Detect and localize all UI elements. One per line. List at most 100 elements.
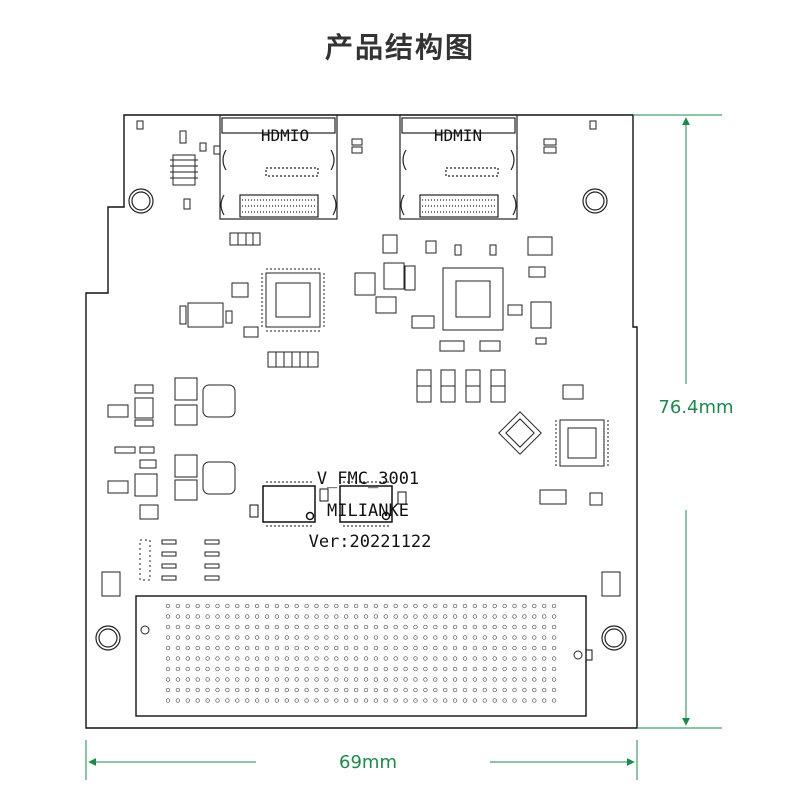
fmc-pin: [353, 624, 359, 630]
fmc-pin: [294, 635, 299, 640]
fmc-pin: [215, 698, 220, 703]
silk-version: Ver:20221122: [309, 532, 432, 552]
fmc-pin: [383, 624, 388, 630]
fmc-pin: [175, 677, 181, 682]
fmc-pin-grid: [165, 603, 557, 703]
fmc-pin: [215, 687, 220, 693]
fmc-pin: [165, 603, 171, 609]
fmc-pin: [334, 666, 339, 672]
fmc-pin: [195, 656, 200, 661]
fmc-pin: [294, 666, 299, 672]
fmc-pin: [443, 614, 448, 619]
fmc-pin: [522, 677, 527, 682]
fmc-pin: [472, 656, 478, 661]
fmc-pin: [334, 614, 339, 619]
fmc-pin: [225, 635, 230, 640]
fmc-pin: [413, 687, 418, 693]
fmc-pin: [522, 603, 527, 609]
fmc-pin: [215, 645, 220, 651]
fmc-pin: [393, 645, 398, 651]
fmc-pin: [393, 635, 398, 640]
fmc-pin: [393, 624, 398, 630]
fmc-pin: [423, 645, 428, 651]
fmc-pin: [433, 666, 438, 672]
fmc-pin: [205, 666, 210, 672]
fmc-pin: [324, 635, 329, 640]
fmc-pin: [235, 635, 240, 640]
fmc-pin: [383, 656, 388, 661]
components-right: [498, 411, 609, 506]
fmc-pin: [294, 624, 299, 630]
fmc-pin: [235, 603, 240, 609]
fmc-pin: [462, 614, 468, 619]
fmc-pin: [294, 687, 299, 693]
fmc-pin: [353, 614, 359, 619]
fmc-pin: [482, 656, 487, 661]
fmc-pin: [512, 677, 517, 682]
fmc-pin: [433, 603, 438, 609]
fmc-pin: [393, 656, 398, 661]
fmc-pin: [353, 656, 359, 661]
fmc-pin: [294, 645, 299, 651]
fmc-pin: [542, 698, 547, 703]
fmc-pin: [245, 645, 250, 651]
fmc-pin: [433, 687, 438, 693]
fmc-pin: [373, 698, 379, 703]
fmc-pin: [482, 645, 487, 651]
fmc-pin: [542, 666, 547, 672]
fmc-pin: [175, 603, 181, 609]
fmc-pin: [502, 635, 507, 640]
fmc-pin: [314, 687, 319, 693]
fmc-pin: [403, 635, 408, 640]
fmc-pin: [462, 624, 468, 630]
fmc-pin: [383, 645, 388, 651]
fmc-pin: [245, 635, 250, 640]
fmc-pin: [215, 603, 220, 609]
fmc-pin: [462, 656, 468, 661]
fmc-pin: [245, 614, 250, 619]
fmc-pin: [383, 698, 388, 703]
fmc-pin: [264, 635, 270, 640]
hdmi-connector-left: [219, 114, 338, 220]
fmc-pin: [522, 666, 527, 672]
fmc-pin: [304, 645, 309, 651]
fmc-pin: [353, 698, 359, 703]
fmc-pin: [235, 645, 240, 651]
fmc-pin: [551, 698, 557, 703]
fmc-pin: [185, 635, 190, 640]
fmc-pin: [175, 656, 181, 661]
fmc-pin: [512, 603, 517, 609]
fmc-pin: [185, 614, 190, 619]
fmc-pin: [254, 635, 260, 640]
fmc-pin: [205, 645, 210, 651]
fmc-pin: [165, 635, 171, 640]
fmc-pin: [353, 687, 359, 693]
fmc-pin: [413, 645, 418, 651]
fmc-pin: [245, 698, 250, 703]
fmc-pin: [264, 666, 270, 672]
fmc-pin: [324, 614, 329, 619]
fmc-pin: [373, 677, 379, 682]
fmc-pin: [443, 656, 448, 661]
fmc-pin: [522, 635, 527, 640]
components-mid: [179, 232, 553, 368]
fmc-pin: [433, 656, 438, 661]
fmc-pin: [304, 666, 309, 672]
mounting-holes: [95, 188, 627, 651]
fmc-pin: [413, 656, 418, 661]
fmc-pin: [215, 635, 220, 640]
fmc-pin: [403, 677, 408, 682]
fmc-pin: [492, 635, 497, 640]
fmc-pin: [314, 614, 319, 619]
fmc-pin: [482, 614, 487, 619]
fmc-pin: [284, 656, 289, 661]
fmc-pin: [542, 645, 547, 651]
fmc-pin: [245, 677, 250, 682]
fmc-pin: [443, 603, 448, 609]
fmc-pin: [363, 645, 369, 651]
fmc-pin: [393, 687, 398, 693]
fmc-pin: [165, 687, 171, 693]
fmc-pin: [363, 677, 369, 682]
fmc-pin: [472, 635, 478, 640]
fmc-pin: [344, 603, 349, 609]
